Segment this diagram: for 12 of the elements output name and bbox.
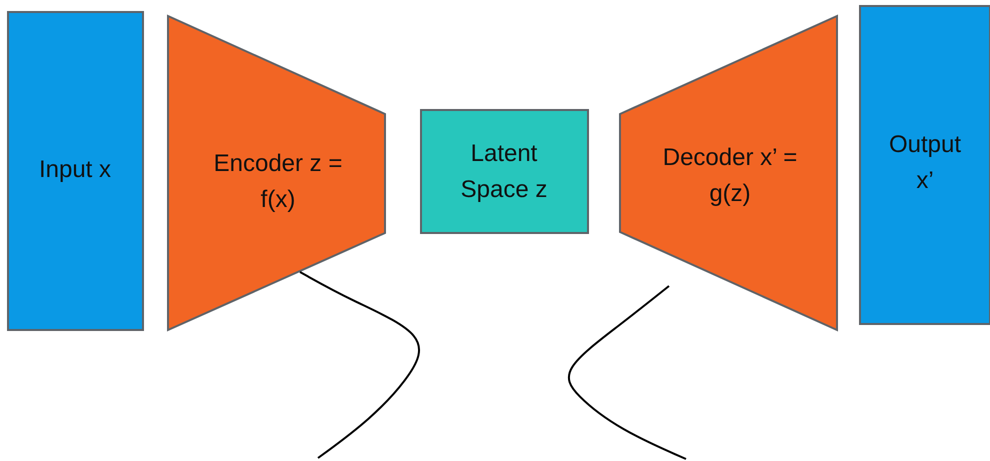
node-label: Input x: [38, 155, 112, 185]
latent-space-box: [420, 109, 589, 234]
decoder-trapezoid: [619, 14, 838, 332]
input-box: [7, 11, 144, 331]
node-label: Encoder z = f(x): [213, 149, 343, 215]
node-label: Decoder x’ = g(z): [662, 143, 798, 209]
node-label: Output x’: [888, 130, 962, 196]
curved-line: [568, 285, 686, 460]
node-label: Latent Space z: [460, 138, 548, 204]
output-box: [859, 5, 990, 325]
curved-line: [300, 271, 420, 459]
encoder-trapezoid: [167, 14, 386, 332]
